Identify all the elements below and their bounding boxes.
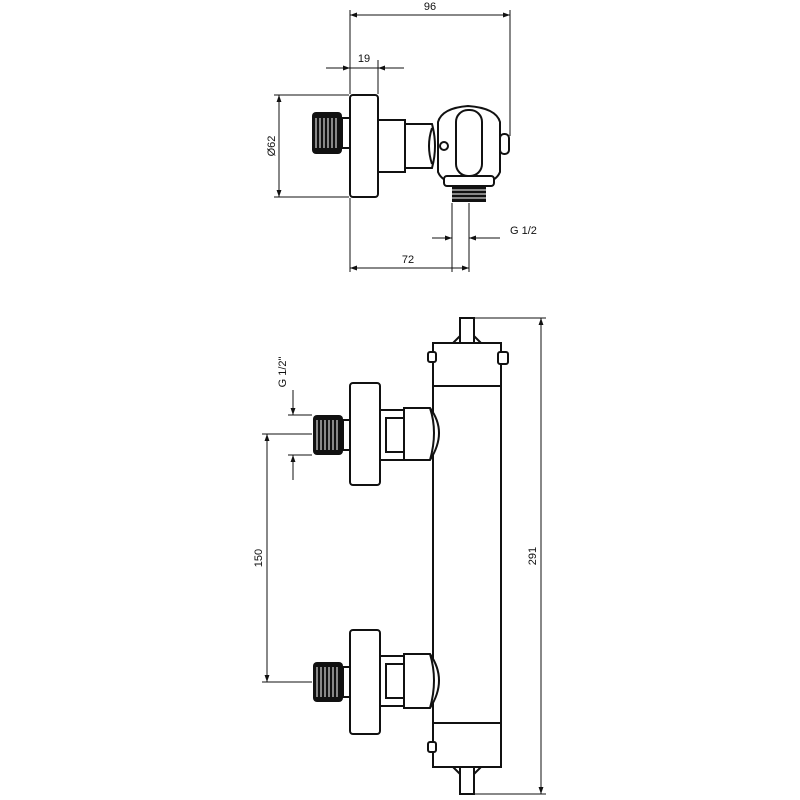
lower-inlet — [313, 629, 440, 735]
dim-291: 291 — [475, 317, 546, 795]
top-outlet-thread — [452, 186, 486, 202]
top-inlet-thread — [312, 112, 351, 154]
front-view: G 1/2" 150 291 — [253, 317, 546, 795]
dim-96: 96 — [349, 1, 511, 136]
dim-62-label: Ø62 — [266, 136, 278, 157]
dim-150-label: 150 — [253, 549, 265, 567]
upper-inlet — [313, 382, 440, 486]
dim-inlet-thread: G 1/2" — [277, 357, 312, 480]
dim-outlet-thread: G 1/2 — [432, 203, 537, 272]
top-flange — [349, 94, 379, 198]
dim-150: 150 — [253, 433, 312, 683]
top-view: 96 19 Ø62 G 1/2 72 — [266, 1, 537, 272]
bottom-end-cap — [459, 766, 475, 795]
dim-inlet-thread-label: G 1/2" — [277, 357, 289, 388]
dim-96-label: 96 — [424, 1, 436, 13]
dim-19: 19 — [326, 53, 404, 94]
dim-62: Ø62 — [266, 94, 349, 198]
mixer-bar — [432, 342, 502, 768]
top-end-cap — [459, 317, 475, 344]
dim-72-label: 72 — [402, 254, 414, 266]
dim-outlet-thread-label: G 1/2 — [510, 225, 537, 237]
dim-72: 72 — [349, 198, 469, 272]
dim-291-label: 291 — [527, 547, 539, 565]
dim-19-label: 19 — [358, 53, 370, 65]
top-mixer-body — [437, 104, 510, 187]
top-connector — [377, 119, 406, 173]
